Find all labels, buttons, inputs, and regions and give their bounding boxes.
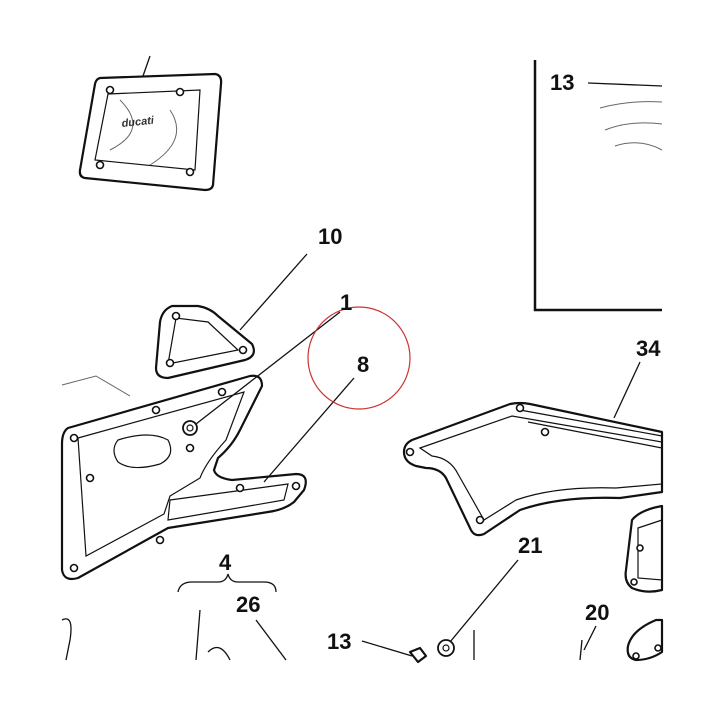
part-1-left-panel (60, 374, 307, 581)
leader-8 (263, 377, 355, 483)
label-8: 8 (357, 352, 369, 377)
label-1: 1 (340, 290, 352, 315)
label-10: 10 (318, 224, 342, 249)
ducati-logo: ducati (121, 115, 155, 130)
label-34: 34 (636, 336, 661, 361)
leader-13-bottom (361, 640, 413, 657)
highlight-circle (307, 306, 411, 410)
ducati-decal-sheet: ducati (78, 55, 223, 192)
leader-26 (255, 619, 287, 661)
label-13-bottom: 13 (327, 629, 351, 654)
label-13-top: 13 (550, 70, 574, 95)
label-20: 20 (585, 600, 609, 625)
label-4: 4 (219, 550, 232, 575)
bracket-4 (177, 573, 277, 593)
leader-21 (449, 559, 519, 643)
leader-13-top (587, 82, 663, 87)
bottom-fragments (61, 609, 583, 664)
part-right-fragment (624, 504, 664, 662)
leader-20 (583, 625, 597, 651)
leader-34 (613, 361, 641, 419)
label-26: 26 (236, 592, 260, 617)
leader-10 (239, 253, 308, 331)
inset-frame (533, 60, 663, 312)
part-labels: 13 10 1 8 34 4 26 21 13 20 (219, 70, 661, 654)
part-10-small-plate (154, 304, 255, 380)
part-34-right-panel (402, 401, 664, 537)
leader-lines (177, 82, 663, 661)
label-21: 21 (518, 533, 542, 558)
